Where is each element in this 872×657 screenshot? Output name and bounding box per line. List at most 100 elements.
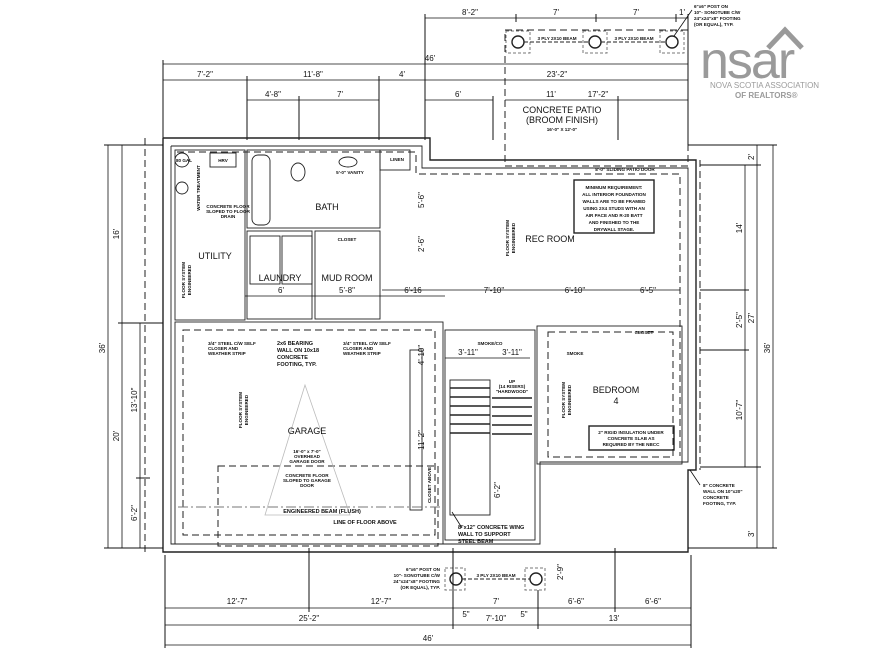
svg-text:36': 36' <box>98 342 107 353</box>
svg-text:6'-5": 6'-5" <box>640 286 656 295</box>
svg-text:2'-9": 2'-9" <box>556 564 565 580</box>
svg-text:SLOPED TO FLOOR: SLOPED TO FLOOR <box>206 209 250 214</box>
svg-text:WALL ON 10x18: WALL ON 10x18 <box>277 348 319 354</box>
svg-text:8'-0" SLIDING PATIO DOOR: 8'-0" SLIDING PATIO DOOR <box>595 167 655 172</box>
room-labels: UTILITY BATH LAUNDRY MUD ROOM REC ROOM G… <box>176 157 655 503</box>
svg-text:4'-8": 4'-8" <box>265 90 281 99</box>
svg-text:6'-2": 6'-2" <box>130 505 139 521</box>
svg-text:MINIMUM REQUIREMENT:: MINIMUM REQUIREMENT: <box>586 185 643 190</box>
svg-text:6'-10": 6'-10" <box>565 286 586 295</box>
svg-text:20': 20' <box>112 430 121 441</box>
svg-text:DRYWALL STAGE.: DRYWALL STAGE. <box>594 227 635 232</box>
svg-text:6': 6' <box>278 286 284 295</box>
svg-text:7': 7' <box>553 8 559 17</box>
svg-text:7'-10": 7'-10" <box>484 286 505 295</box>
svg-text:5": 5" <box>462 610 469 619</box>
svg-text:6"x6" POST ON: 6"x6" POST ON <box>694 4 729 9</box>
room-bedroom-number: 4 <box>613 396 618 406</box>
room-garage: GARAGE <box>288 426 327 436</box>
concrete-patio: 3 PLY 2X10 BEAM 3 PLY 2X10 BEAM CONCRETE… <box>504 29 689 167</box>
interior-walls <box>174 149 683 547</box>
svg-text:CONCRETE: CONCRETE <box>703 495 729 500</box>
svg-text:16'-0" x 7'-0": 16'-0" x 7'-0" <box>293 449 320 454</box>
closet-label: CLOSET <box>338 237 357 242</box>
svg-text:WEATHER STRIP: WEATHER STRIP <box>343 351 381 356</box>
svg-text:10"- SONOTUBE C/W: 10"- SONOTUBE C/W <box>394 573 441 578</box>
room-mud-room: MUD ROOM <box>322 273 373 283</box>
bottom-posts: 3 PLY 2X10 BEAM 6"x6" POST ON 10"- SONOT… <box>393 567 546 591</box>
svg-text:DRAIN: DRAIN <box>221 214 236 219</box>
svg-text:2x6 BEARING: 2x6 BEARING <box>277 341 313 347</box>
svg-text:ENGINEERED: ENGINEERED <box>511 222 516 253</box>
hrv-label: HRV <box>218 158 229 163</box>
svg-text:3'-11": 3'-11" <box>502 348 522 357</box>
svg-text:12'-7": 12'-7" <box>371 597 392 606</box>
svg-text:ENGINEERED: ENGINEERED <box>567 384 572 415</box>
svg-text:11'-8": 11'-8" <box>303 70 323 79</box>
svg-text:CONCRETE SLAB AS: CONCRETE SLAB AS <box>607 436 654 441</box>
svg-text:2'-5": 2'-5" <box>735 312 744 328</box>
svg-text:NOVA SCOTIA ASSOCIATION: NOVA SCOTIA ASSOCIATION <box>710 81 819 90</box>
svg-text:13'-10": 13'-10" <box>130 387 139 412</box>
water-heater-label: 80 GAL <box>176 158 192 163</box>
svg-text:3 PLY 2X10 BEAM: 3 PLY 2X10 BEAM <box>476 573 515 578</box>
svg-text:2" RIGID INSULATION UNDER: 2" RIGID INSULATION UNDER <box>598 430 664 435</box>
svg-text:ENGINEERED BEAM (FLUSH): ENGINEERED BEAM (FLUSH) <box>283 509 361 515</box>
svg-text:WEATHER STRIP: WEATHER STRIP <box>208 351 246 356</box>
svg-text:CONCRETE: CONCRETE <box>277 355 308 361</box>
svg-text:AIR PACE AND R-20 BATT: AIR PACE AND R-20 BATT <box>585 213 642 218</box>
svg-text:24"x24"x8" FOOTING: 24"x24"x8" FOOTING <box>694 16 741 21</box>
svg-text:6'-6": 6'-6" <box>645 597 661 606</box>
svg-text:(OR EQUAL), TYP.: (OR EQUAL), TYP. <box>694 22 733 27</box>
patio-size: 16'-0" X 12'-0" <box>547 127 578 132</box>
svg-text:CLOSER AND: CLOSER AND <box>343 346 374 351</box>
svg-text:WALL TO SUPPORT: WALL TO SUPPORT <box>458 532 511 538</box>
svg-text:OF REALTORS®: OF REALTORS® <box>735 91 798 100</box>
svg-text:1': 1' <box>679 8 685 17</box>
svg-text:7': 7' <box>337 90 343 99</box>
svg-text:7'-2": 7'-2" <box>197 70 213 79</box>
svg-text:8"x12" CONCRETE WING: 8"x12" CONCRETE WING <box>458 525 524 531</box>
svg-text:24"x24"x8" FOOTING: 24"x24"x8" FOOTING <box>393 579 440 584</box>
svg-text:6': 6' <box>455 90 461 99</box>
svg-text:USING 2X4 STUDS WITH AN: USING 2X4 STUDS WITH AN <box>583 206 645 211</box>
closet-label: CLOSET <box>635 330 654 335</box>
svg-text:OVERHEAD: OVERHEAD <box>294 454 321 459</box>
svg-text:5'-0" VANITY: 5'-0" VANITY <box>336 170 364 175</box>
svg-text:DOOR: DOOR <box>300 483 314 488</box>
svg-text:6'-16: 6'-16 <box>404 286 422 295</box>
svg-text:ALL INTERIOR FOUNDATION: ALL INTERIOR FOUNDATION <box>582 192 646 197</box>
svg-text:11': 11' <box>546 90 556 99</box>
svg-text:FLOOR SYSTEM: FLOOR SYSTEM <box>181 262 186 298</box>
svg-text:16': 16' <box>112 228 121 239</box>
svg-text:LINE OF FLOOR ABOVE: LINE OF FLOOR ABOVE <box>333 520 397 526</box>
svg-text:8" CONCRETE: 8" CONCRETE <box>703 483 735 488</box>
beam-label: 3 PLY 2X10 BEAM <box>537 36 576 41</box>
svg-text:FLOOR SYSTEM: FLOOR SYSTEM <box>238 392 243 428</box>
svg-text:17'-2": 17'-2" <box>588 90 609 99</box>
svg-text:WATER TREATMENT: WATER TREATMENT <box>196 165 201 211</box>
patio-finish: (BROOM FINISH) <box>526 115 598 125</box>
svg-text:CLOSER AND: CLOSER AND <box>208 346 239 351</box>
svg-text:11'-2": 11'-2" <box>417 430 426 450</box>
svg-text:27': 27' <box>747 312 756 323</box>
room-bedroom: BEDROOM <box>593 385 640 395</box>
svg-text:REQUIRED BY THE NBCC: REQUIRED BY THE NBCC <box>603 442 661 447</box>
svg-text:3'-11": 3'-11" <box>458 348 478 357</box>
svg-text:CONCRETE FLOOR: CONCRETE FLOOR <box>285 473 329 478</box>
svg-text:10"- SONOTUBE C/W: 10"- SONOTUBE C/W <box>694 10 741 15</box>
svg-text:5'-8": 5'-8" <box>339 286 355 295</box>
svg-text:WALL ON 10"x20": WALL ON 10"x20" <box>703 489 743 494</box>
staircase[interactable]: UP (14 RISERS) "HARDWOOD" <box>449 379 532 516</box>
svg-text:GARAGE DOOR: GARAGE DOOR <box>289 459 325 464</box>
svg-text:7': 7' <box>493 597 499 606</box>
room-utility: UTILITY <box>198 251 232 261</box>
svg-text:FOOTING, TYP.: FOOTING, TYP. <box>703 501 736 506</box>
patio-label: CONCRETE PATIO <box>523 105 602 115</box>
svg-text:3/4" STEEL C/W SELF: 3/4" STEEL C/W SELF <box>208 341 256 346</box>
left-dimensions: 36' 16' 20' 13'-10" 6'-2" <box>98 144 163 549</box>
svg-text:"HARDWOOD": "HARDWOOD" <box>496 389 528 394</box>
svg-text:FOOTING, TYP.: FOOTING, TYP. <box>277 362 317 368</box>
nsar-logo: nsar NOVA SCOTIA ASSOCIATION OF REALTORS… <box>700 26 819 100</box>
